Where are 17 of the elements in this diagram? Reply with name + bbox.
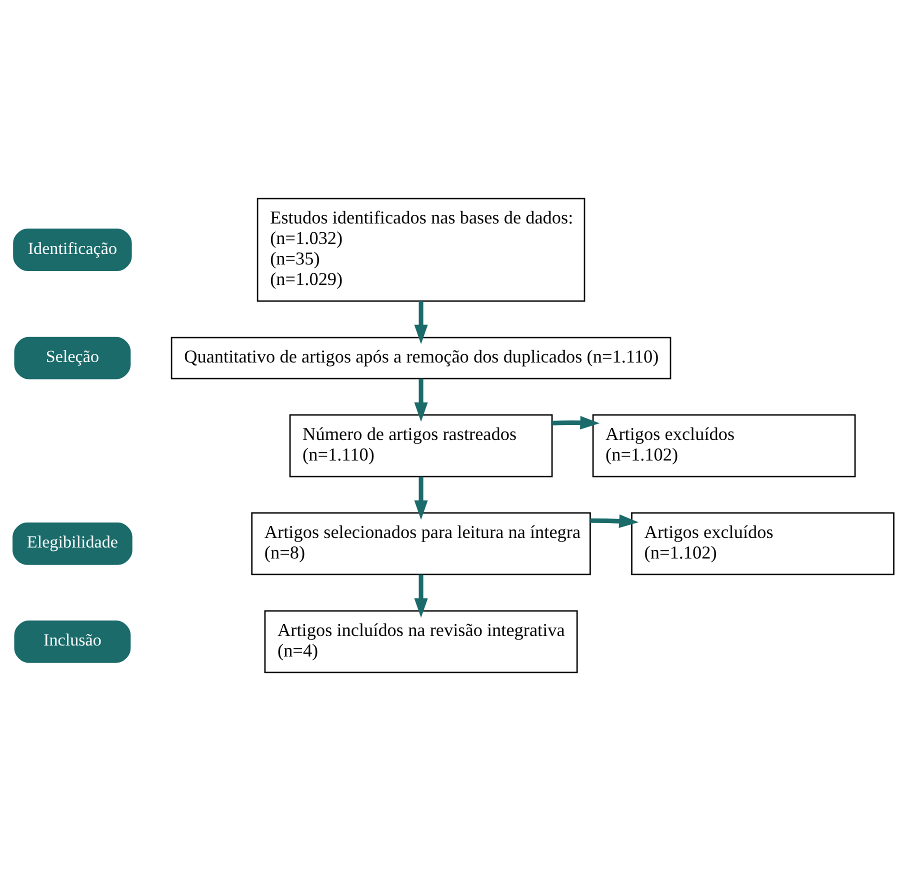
node-box: Seleção — [14, 336, 131, 380]
node-box: Artigos excluídos (n=1.102) — [631, 512, 894, 576]
arrow — [414, 574, 428, 618]
node-box: Estudos identificados nas bases de dados: (n=1.032) (n=35) (n=1.029) — [256, 198, 586, 302]
arrow — [590, 514, 639, 528]
node-box: Inclusão — [14, 620, 131, 663]
node-box: Identificação — [13, 228, 132, 271]
node-box: Artigos incluídos na revisão integrativa (n=4) — [264, 610, 578, 674]
node-box: Quantitativo de artigos após a remoção dos duplicados (n=1.110) — [170, 336, 672, 380]
arrow — [414, 378, 428, 422]
arrow — [414, 301, 428, 344]
node-box: Elegibilidade — [12, 522, 132, 565]
node-box: Artigos selecionados para leitura na íntegra (n=8) — [251, 512, 591, 576]
node-box: Artigos excluídos (n=1.102) — [592, 414, 856, 478]
arrow — [414, 476, 428, 520]
node-box: Número de artigos rastreados (n=1.110) — [289, 414, 553, 478]
arrow — [552, 416, 600, 430]
